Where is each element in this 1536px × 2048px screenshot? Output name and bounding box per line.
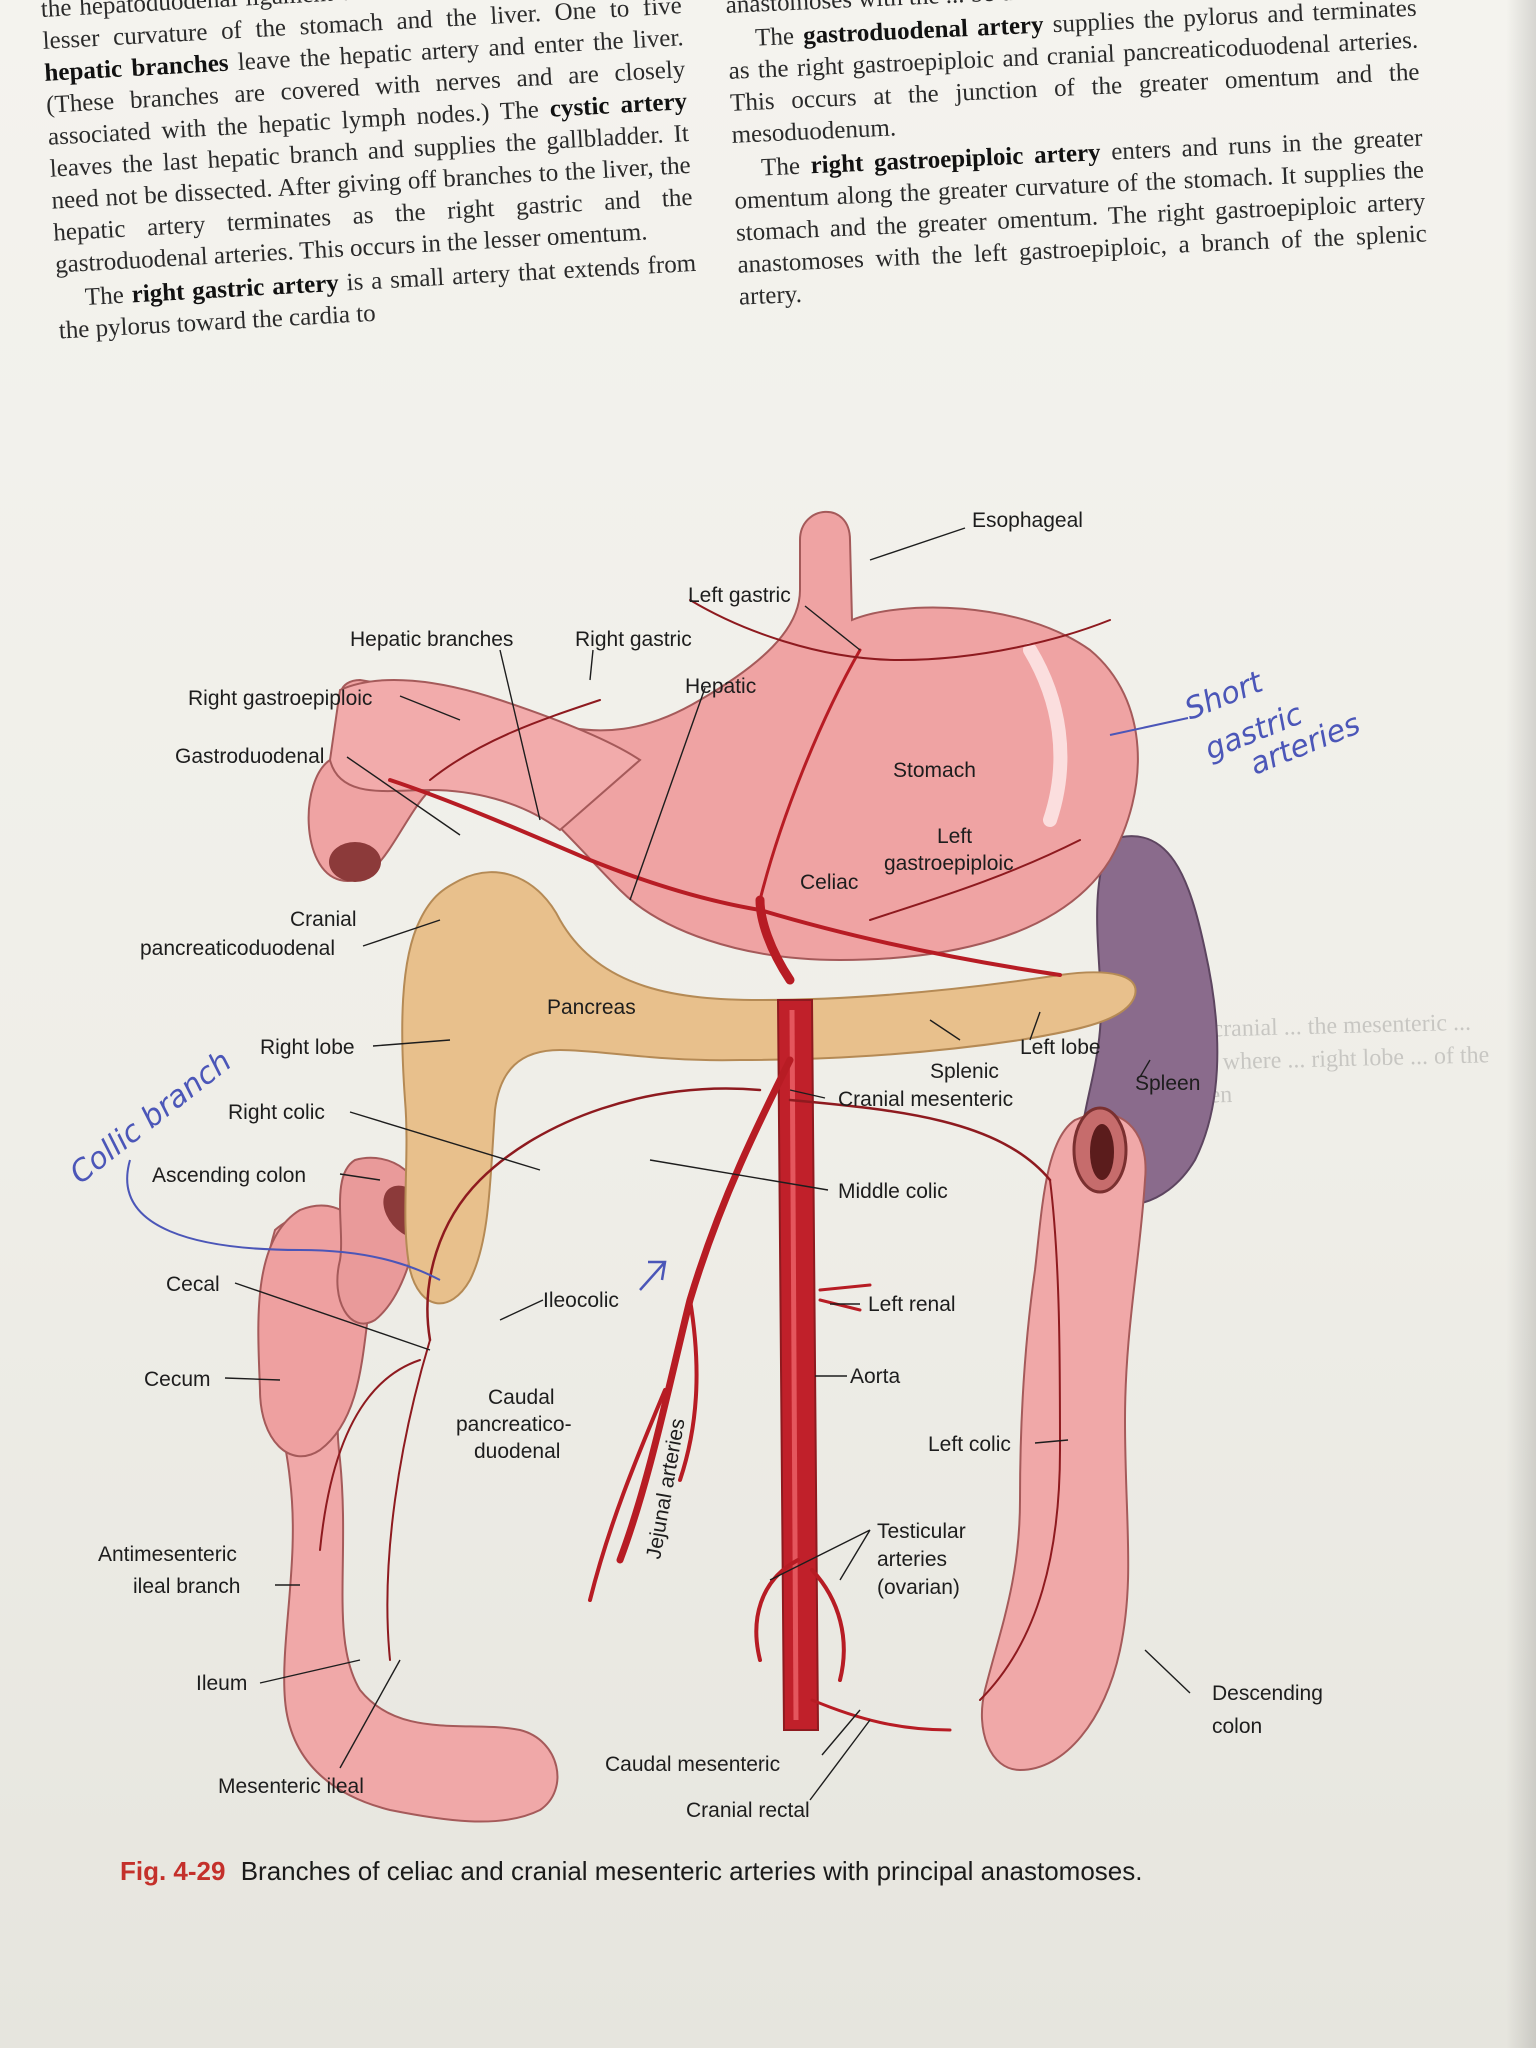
label-caudal-mesenteric: Caudal mesenteric <box>605 1753 780 1776</box>
label-pancreas: Pancreas <box>547 996 636 1019</box>
label-stomach: Stomach <box>893 759 976 782</box>
label-descending-colon-1: Descending <box>1212 1682 1323 1705</box>
label-cecum: Cecum <box>144 1368 211 1391</box>
label-left-lobe: Left lobe <box>1020 1036 1101 1059</box>
label-mesenteric-ileal: Mesenteric ileal <box>218 1775 364 1798</box>
label-gastroduodenal: Gastroduodenal <box>175 745 324 768</box>
aorta-highlight <box>789 1009 799 1721</box>
label-middle-colic: Middle colic <box>838 1180 948 1203</box>
stomach-pylorus <box>328 678 642 832</box>
label-descending-colon-2: colon <box>1212 1715 1262 1738</box>
label-ileocolic: Ileocolic <box>543 1289 619 1312</box>
label-cecal: Cecal <box>166 1273 220 1296</box>
pancreas-shape <box>401 871 1137 1305</box>
label-cranial-pd-1: Cranial <box>290 908 357 931</box>
label-right-gastric: Right gastric <box>575 628 692 651</box>
label-esophageal: Esophageal <box>972 509 1083 532</box>
caption-figure-number: Fig. 4-29 <box>120 1856 226 1886</box>
label-splenic: Splenic <box>930 1060 999 1083</box>
caption-text: Branches of celiac and cranial mesenteri… <box>240 1856 1143 1886</box>
label-cranial-pd-2: pancreaticoduodenal <box>140 937 335 960</box>
label-left-renal: Left renal <box>868 1293 956 1316</box>
label-right-lobe: Right lobe <box>260 1036 355 1059</box>
note-short-gastric-line <box>1109 717 1189 736</box>
label-left-gastric: Left gastric <box>688 584 791 607</box>
page-shadow <box>1506 0 1536 2048</box>
label-cranial-mesenteric: Cranial mesenteric <box>838 1088 1013 1111</box>
note-collic-line <box>126 1159 441 1281</box>
label-hepatic: Hepatic <box>685 675 756 698</box>
descending-colon-lumen-inner <box>1090 1124 1114 1180</box>
label-spleen: Spleen <box>1135 1072 1200 1095</box>
label-jejunal-arteries: Jejunal arteries <box>642 1417 689 1561</box>
duodenum-lumen <box>329 842 381 882</box>
label-caudal-pd-2: pancreatico- <box>456 1413 572 1436</box>
label-testicular-3: (ovarian) <box>877 1576 960 1599</box>
label-testicular-1: Testicular <box>877 1520 966 1543</box>
leader-lines <box>224 527 1191 1801</box>
label-celiac: Celiac <box>800 871 858 894</box>
artery-network <box>319 599 1111 1732</box>
label-caudal-pd-1: Caudal <box>488 1386 555 1409</box>
label-right-gastroepiploic: Right gastroepiploic <box>188 687 372 710</box>
label-ileum: Ileum <box>196 1672 247 1695</box>
label-hepatic-branches: Hepatic branches <box>350 628 513 651</box>
label-caudal-pd-3: duodenal <box>474 1440 560 1463</box>
label-left-colic: Left colic <box>928 1433 1011 1456</box>
label-right-colic: Right colic <box>228 1101 325 1124</box>
note-arrow <box>639 1260 667 1291</box>
label-testicular-2: arteries <box>877 1548 947 1571</box>
aorta-shape <box>776 999 820 1731</box>
label-ascending-colon: Ascending colon <box>152 1164 306 1187</box>
figure-caption: Fig. 4-29 Branches of celiac and cranial… <box>120 1856 1420 1887</box>
descending-colon-shape <box>980 1112 1147 1772</box>
label-aorta: Aorta <box>850 1365 901 1388</box>
label-left-gastroepiploic-2: gastroepiploic <box>884 852 1014 875</box>
label-antimesenteric-1: Antimesenteric <box>98 1543 237 1566</box>
label-cranial-rectal: Cranial rectal <box>686 1799 810 1822</box>
stomach-highlight <box>1023 643 1068 827</box>
label-left-gastroepiploic-1: Left <box>937 825 972 848</box>
label-antimesenteric-2: ileal branch <box>133 1575 240 1598</box>
